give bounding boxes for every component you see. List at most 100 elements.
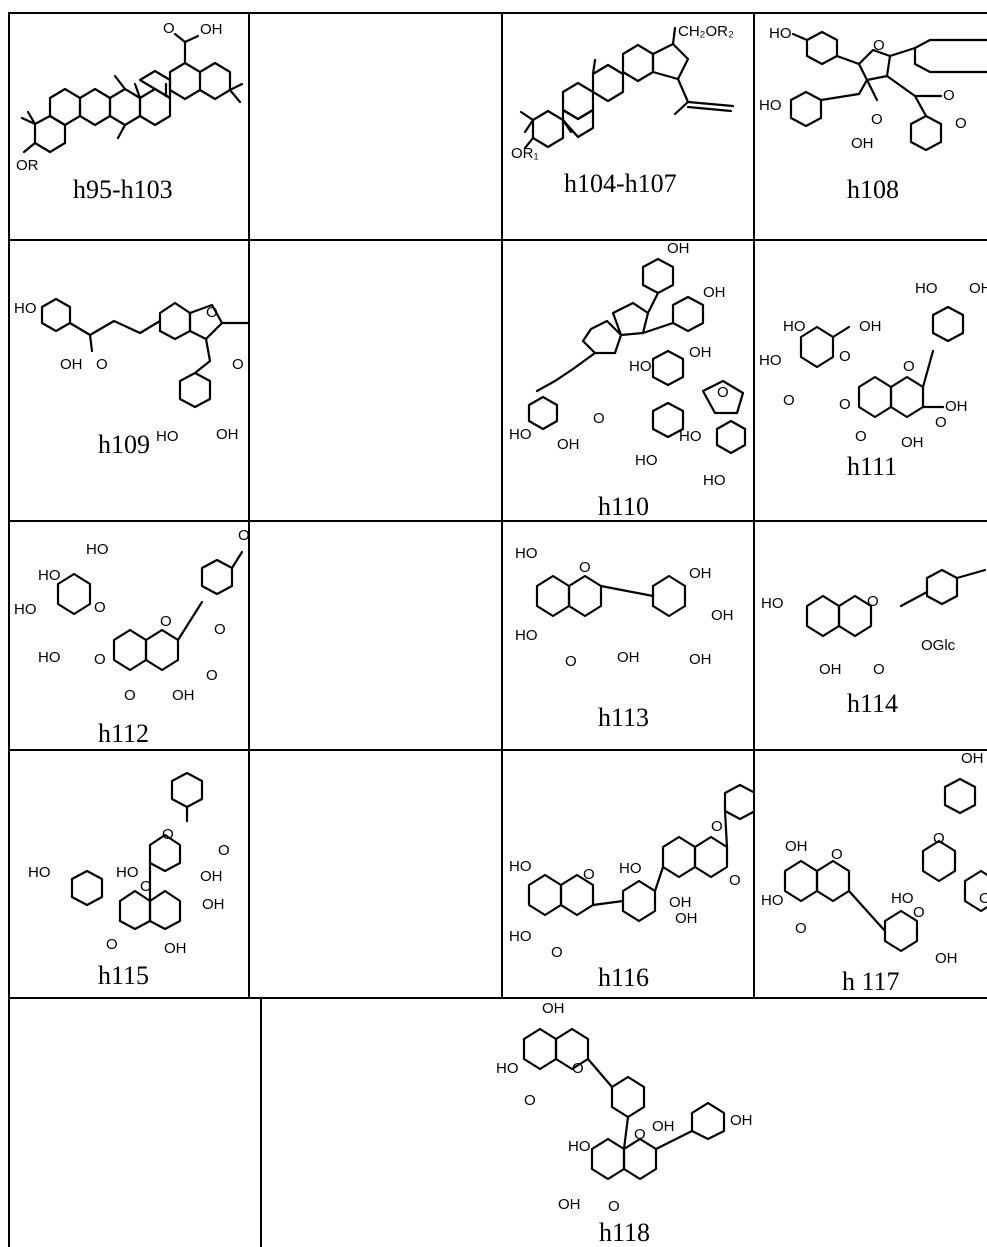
atom-label: O bbox=[96, 356, 108, 373]
atom-label: O bbox=[593, 410, 605, 427]
atom-label: HO bbox=[703, 472, 726, 489]
atom-label: O bbox=[717, 384, 729, 401]
atom-label: O bbox=[162, 826, 174, 843]
structure-cell-h108: HO O O O HO OH O h108 bbox=[755, 14, 987, 239]
atom-label: HO bbox=[761, 892, 784, 909]
atom-label: O bbox=[124, 687, 136, 704]
atom-label: O bbox=[979, 890, 987, 907]
atom-label: O bbox=[871, 111, 883, 128]
atom-label: O bbox=[206, 667, 218, 684]
structure-drawing-h110: OH OH HO OH O O HO OH HO HO HO bbox=[509, 241, 747, 489]
atom-label: HO bbox=[28, 864, 51, 881]
atom-label: HO bbox=[38, 567, 61, 584]
structure-drawing-h109: HO OH O O O OH HO bbox=[14, 297, 248, 445]
atom-label: HO bbox=[783, 318, 806, 335]
atom-label: O bbox=[232, 356, 244, 373]
atom-label: O bbox=[855, 428, 867, 445]
structure-drawing-h113: HO O HO O OH OH OH OH bbox=[515, 545, 734, 670]
atom-label: HO bbox=[38, 649, 61, 666]
atom-label: OH bbox=[859, 318, 882, 335]
atom-label: OH bbox=[689, 651, 712, 668]
atom-label: HO bbox=[759, 352, 782, 369]
atom-label: OH bbox=[202, 896, 225, 913]
atom-label: O bbox=[867, 593, 879, 610]
atom-label: HO bbox=[769, 25, 792, 42]
atom-label: O bbox=[206, 304, 218, 321]
atom-label: O bbox=[711, 818, 723, 835]
atom-label: OH bbox=[901, 434, 924, 451]
atom-label: OH bbox=[711, 607, 734, 624]
atom-label: HO bbox=[156, 428, 179, 445]
atom-label: OH bbox=[172, 687, 195, 704]
table-border-top bbox=[8, 12, 987, 14]
atom-label: O bbox=[106, 936, 118, 953]
structure-cell-h115: O O HO HO OH O OH O OH h115 bbox=[10, 751, 248, 997]
table-border-left bbox=[8, 12, 10, 1247]
atom-label: OH bbox=[542, 1000, 565, 1017]
atom-label: HO bbox=[14, 300, 37, 317]
empty-cell bbox=[250, 522, 501, 749]
atom-label: OH bbox=[969, 280, 987, 297]
atom-label: O bbox=[524, 1092, 536, 1109]
compound-label: h115 bbox=[98, 961, 150, 990]
atom-label: O bbox=[238, 527, 248, 544]
atom-label: O bbox=[579, 559, 591, 576]
atom-label: HO bbox=[14, 601, 37, 618]
structure-drawing-h104-h107: CH₂OR₂ OR₁ bbox=[511, 23, 735, 162]
structure-drawing-h116: O HO HO O O HO O OH OH bbox=[509, 783, 753, 961]
atom-label: O bbox=[839, 348, 851, 365]
atom-label: HO bbox=[759, 97, 782, 114]
atom-label: O bbox=[218, 842, 230, 859]
structure-cell-h95-h103: O OH OR h95-h103 bbox=[10, 14, 248, 239]
atom-label: OH bbox=[667, 241, 690, 257]
atom-label: O bbox=[140, 878, 152, 895]
atom-label: OH bbox=[689, 344, 712, 361]
atom-label: OH bbox=[558, 1196, 581, 1213]
atom-label: OH bbox=[216, 426, 239, 443]
structure-cell-h112: HO HO HO O HO O O O O O OH O h112 bbox=[10, 522, 248, 749]
atom-label: O bbox=[935, 414, 947, 431]
atom-label: O bbox=[608, 1198, 620, 1215]
structure-drawing-h108: HO O O O HO OH O bbox=[759, 25, 987, 152]
atom-label: OH bbox=[675, 910, 698, 927]
atom-label: HO bbox=[509, 858, 532, 875]
atom-label: OH bbox=[652, 1118, 675, 1135]
atom-label: HO bbox=[515, 545, 538, 562]
structure-cell-h111: HO OH OH HO HO O O O O OH O O OH h111 bbox=[755, 241, 987, 520]
compound-label: h108 bbox=[847, 175, 899, 204]
atom-label: HO bbox=[619, 860, 642, 877]
atom-label: OH bbox=[60, 356, 83, 373]
atom-label: HO bbox=[509, 928, 532, 945]
atom-label: O bbox=[873, 661, 885, 678]
structure-drawing-h114: HO O OGlc OH O bbox=[761, 568, 987, 678]
column-divider-3 bbox=[753, 12, 755, 999]
atom-label: O bbox=[565, 653, 577, 670]
atom-label: O bbox=[933, 830, 945, 847]
row-divider-2 bbox=[8, 520, 987, 522]
atom-label: OH bbox=[557, 436, 580, 453]
structure-cell-h104-h107: CH₂OR₂ OR₁ h104-h107 bbox=[503, 14, 753, 239]
atom-label: OH bbox=[617, 649, 640, 666]
atom-label: O bbox=[913, 904, 925, 921]
compound-label: h111 bbox=[847, 452, 898, 481]
atom-label: OH bbox=[730, 1112, 753, 1129]
atom-label: HO bbox=[496, 1060, 519, 1077]
compound-label: h114 bbox=[847, 689, 899, 718]
structure-cell-h118: OH HO O O OH OH HO O OH O h118 bbox=[262, 999, 987, 1247]
atom-label: O bbox=[795, 920, 807, 937]
atom-label: O bbox=[160, 613, 172, 630]
atom-label: OH bbox=[200, 868, 223, 885]
atom-label: OGlc bbox=[921, 637, 956, 654]
compound-label: h116 bbox=[598, 963, 650, 992]
atom-label: O bbox=[783, 392, 795, 409]
structure-drawing-h111: HO OH OH HO HO O O O O OH O O OH bbox=[759, 280, 987, 451]
structure-drawing-h117: OH OH O O HO HO O O O OH bbox=[761, 751, 987, 967]
atom-label: OH bbox=[669, 894, 692, 911]
atom-label: HO bbox=[635, 452, 658, 469]
compound-label: h112 bbox=[98, 719, 150, 748]
compound-label: h104-h107 bbox=[564, 169, 677, 198]
structure-cell-h117: OH OH O O HO HO O O O OH h 117 bbox=[755, 751, 987, 997]
atom-label: O bbox=[955, 115, 967, 132]
atom-label: O bbox=[839, 396, 851, 413]
